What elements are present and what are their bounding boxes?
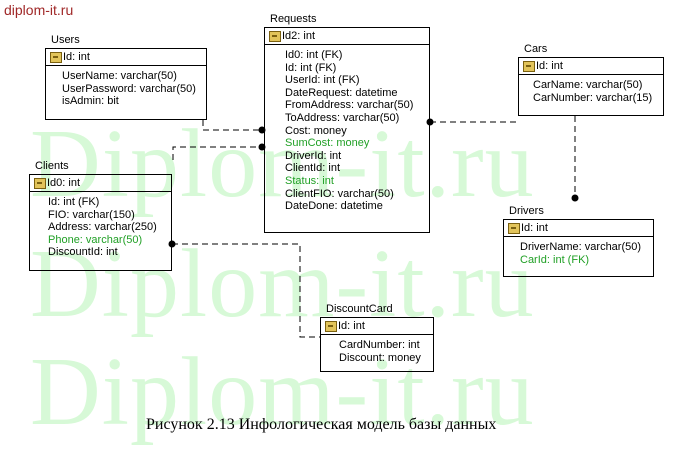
entity-name: Drivers [509,205,544,217]
entity-users[interactable]: Users Id: int UserName: varchar(50) User… [45,34,207,120]
link-end-dot [571,194,579,202]
primary-key-row: Id0: int [30,175,171,192]
attribute: Phone: varchar(50) [48,233,143,246]
attribute: DateRequest: datetime [285,86,398,99]
figure-caption: Рисунок 2.13 Инфологическая модель базы … [146,416,497,433]
attribute: Id0: int (FK) [285,49,343,61]
link-end-dot [168,240,176,248]
entity-name: Requests [270,13,317,25]
watermark-text: Diplom-it.ru [30,110,535,218]
entity-name: Users [51,34,80,46]
link-end-dot [258,126,266,134]
entity-name: Clients [35,160,69,172]
attribute: FromAddress: varchar(50) [285,99,414,112]
attribute: Status: int [285,174,334,187]
primary-key-row: Id: int [46,49,206,66]
entity-requests[interactable]: Requests Id2: int Id0: int (FK) Id: int … [264,13,430,233]
link-end-dot [426,118,434,126]
attribute: FIO: varchar(150) [48,208,135,221]
key-icon [523,60,535,72]
attribute: ClientFIO: varchar(50) [285,187,394,200]
link-users-requests [202,120,262,131]
key-icon [508,222,520,234]
attribute: CarName: varchar(50) [533,79,643,91]
entity-clients[interactable]: Clients Id0: int Id: int (FK) FIO: varch… [29,160,172,271]
primary-key-row: Id2: int [265,28,429,45]
attribute-list: CardNumber: int Discount: money [321,335,433,364]
site-label: diplom-it.ru [4,2,74,18]
key-icon [34,177,46,189]
attribute: ToAddress: varchar(50) [285,111,400,124]
link-clients-discountcard [172,243,320,338]
attribute: ClientId: int [285,162,341,175]
link-clients-requests [172,146,262,160]
attribute: CarId: int (FK) [520,253,590,266]
attribute: SumCost: money [285,137,370,150]
attribute-list: CarName: varchar(50) CarNumber: varchar(… [519,75,663,104]
attribute: CarNumber: varchar(15) [533,91,653,104]
entity-name: Cars [524,43,548,55]
attribute: Cost: money [285,124,347,137]
primary-key-row: Id: int [519,58,663,75]
watermark-text: Diplom-it.ru [30,338,535,446]
key-icon [269,30,281,42]
attribute: Id: int (FK) [285,61,337,74]
attribute-list: DriverName: varchar(50) CarId: int (FK) [504,237,653,266]
attribute: DateDone: datetime [285,200,383,213]
primary-key-row: Id: int [321,318,433,335]
link-end-dot [258,143,266,151]
key-icon [50,51,62,63]
attribute: Address: varchar(250) [48,221,157,234]
attribute: Discount: money [339,351,421,364]
attribute: DriverName: varchar(50) [520,241,642,253]
attribute: isAdmin: bit [62,95,119,108]
entity-name: DiscountCard [326,303,393,315]
attribute-list: UserName: varchar(50) UserPassword: varc… [46,66,206,108]
entity-cars[interactable]: Cars Id: int CarName: varchar(50) CarNum… [518,43,664,116]
entity-discountcard[interactable]: DiscountCard Id: int CardNumber: int Dis… [320,303,434,372]
attribute: UserId: int (FK) [285,74,360,87]
primary-key-row: Id: int [504,220,653,237]
entity-drivers[interactable]: Drivers Id: int DriverName: varchar(50) … [503,205,654,277]
attribute: Id: int (FK) [48,196,100,208]
key-icon [325,320,337,332]
watermark-text: Diplom-it.ru [30,230,535,338]
attribute-list: Id0: int (FK) Id: int (FK) UserId: int (… [265,45,429,213]
attribute: DiscountId: int [48,246,118,259]
attribute: CardNumber: int [339,339,420,351]
attribute: UserPassword: varchar(50) [62,82,196,95]
attribute: UserName: varchar(50) [62,70,177,82]
attribute: DriverId: int [285,149,342,162]
attribute-list: Id: int (FK) FIO: varchar(150) Address: … [30,192,171,259]
